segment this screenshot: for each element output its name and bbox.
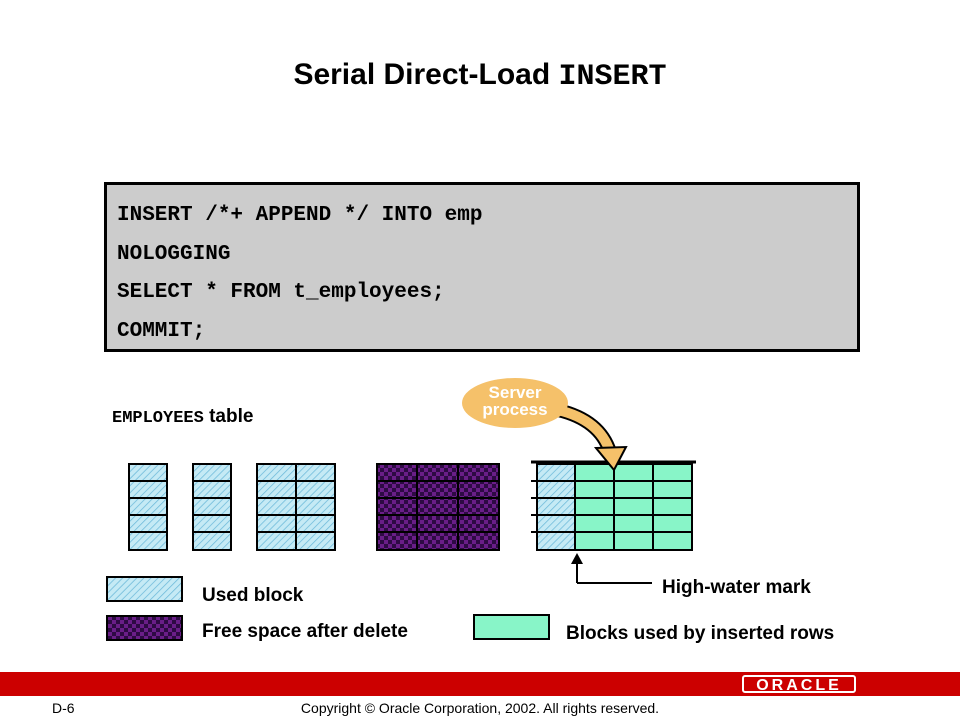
table-name: EMPLOYEES	[112, 409, 204, 428]
oracle-logo: ORACLE	[742, 675, 856, 694]
code-line-4: COMMIT;	[117, 319, 206, 343]
code-line-2: NOLOGGING	[117, 242, 231, 266]
code-box: INSERT /*+ APPEND */ INTO emp NOLOGGING …	[104, 182, 860, 352]
title-keyword: INSERT	[558, 60, 667, 94]
server-process-bubble: Server process	[462, 378, 568, 428]
slide-title: Serial Direct-Load INSERT	[0, 58, 960, 94]
legend-free-swatch	[106, 615, 183, 641]
server-process-line-2: process	[482, 400, 548, 419]
extent-3	[256, 463, 336, 551]
high-water-mark-label: High-water mark	[662, 577, 811, 598]
employees-table-label: EMPLOYEES table	[112, 406, 253, 428]
title-text: Serial Direct-Load	[293, 58, 559, 91]
extent-free-space	[376, 463, 500, 551]
code-line-3: SELECT * FROM t_employees;	[117, 281, 445, 304]
legend-free-label: Free space after delete	[202, 621, 408, 642]
server-arrow	[551, 403, 628, 472]
legend-used-swatch	[106, 576, 183, 602]
legend-inserted-label: Blocks used by inserted rows	[566, 623, 835, 644]
legend-inserted-swatch	[473, 614, 550, 640]
copyright: Copyright © Oracle Corporation, 2002. Al…	[300, 700, 660, 716]
table-word: table	[203, 406, 254, 427]
extent-2	[192, 463, 232, 551]
page-number: D-6	[52, 700, 75, 716]
extent-1	[128, 463, 168, 551]
code-line-1: INSERT /*+ APPEND */ INTO emp	[117, 204, 483, 227]
legend-used-label: Used block	[202, 585, 304, 606]
extent-inserted	[531, 460, 696, 551]
high-water-mark-arrow	[571, 553, 652, 584]
server-process-line-1: Server	[488, 383, 542, 402]
